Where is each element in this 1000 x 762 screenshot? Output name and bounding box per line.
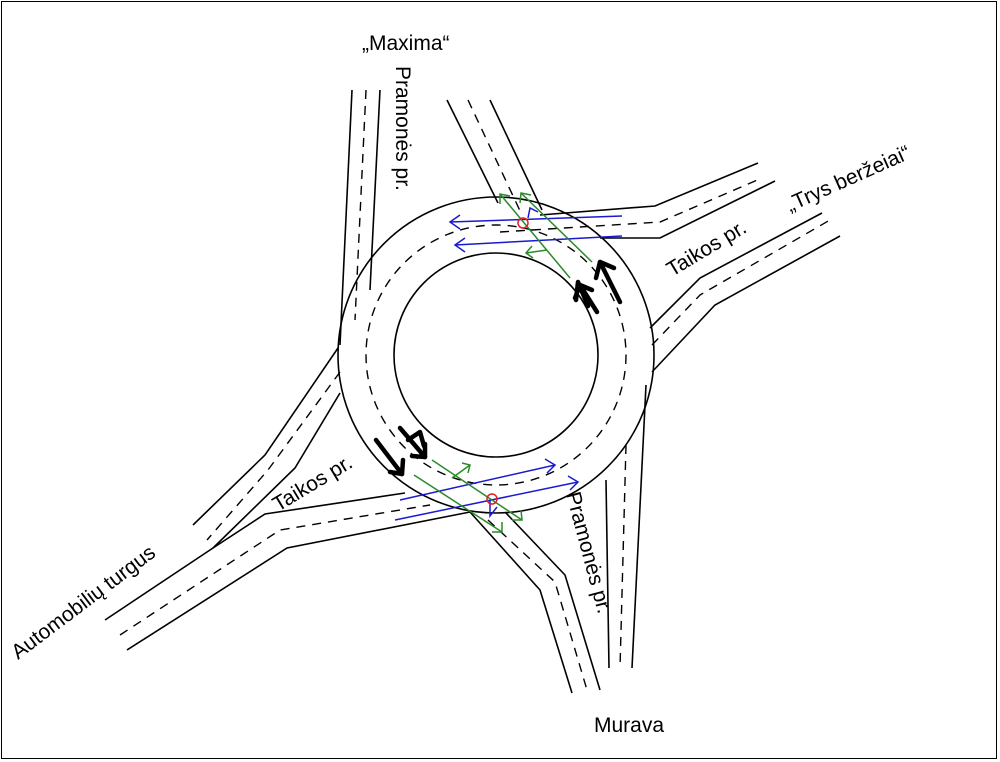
roundabout bbox=[337, 196, 655, 514]
upper-movements bbox=[448, 192, 623, 315]
road-east-lower bbox=[649, 212, 841, 373]
road-north bbox=[446, 99, 543, 216]
conflict-point-icon bbox=[517, 217, 529, 229]
central-island bbox=[393, 252, 599, 458]
ring-centerline bbox=[365, 224, 627, 486]
road-east-upper bbox=[499, 162, 776, 239]
road-murava bbox=[469, 511, 601, 694]
label-maxima: „Maxima“ bbox=[362, 32, 450, 55]
outer-ring bbox=[337, 196, 655, 514]
road-west bbox=[104, 492, 471, 651]
road-south bbox=[605, 384, 647, 669]
road-north-west bbox=[192, 89, 381, 549]
label-pramones-north: Pramonės pr. bbox=[391, 66, 414, 191]
label-automobiliu-turgus: Automobilių turgus bbox=[7, 541, 160, 664]
label-trys-berzeliai: „Trys beržeiai“ bbox=[783, 141, 914, 216]
label-taikos-east: Taikos pr. bbox=[663, 216, 751, 281]
lower-movements bbox=[373, 425, 580, 533]
label-murava: Murava bbox=[594, 714, 664, 737]
conflict-point-icon bbox=[486, 493, 498, 505]
